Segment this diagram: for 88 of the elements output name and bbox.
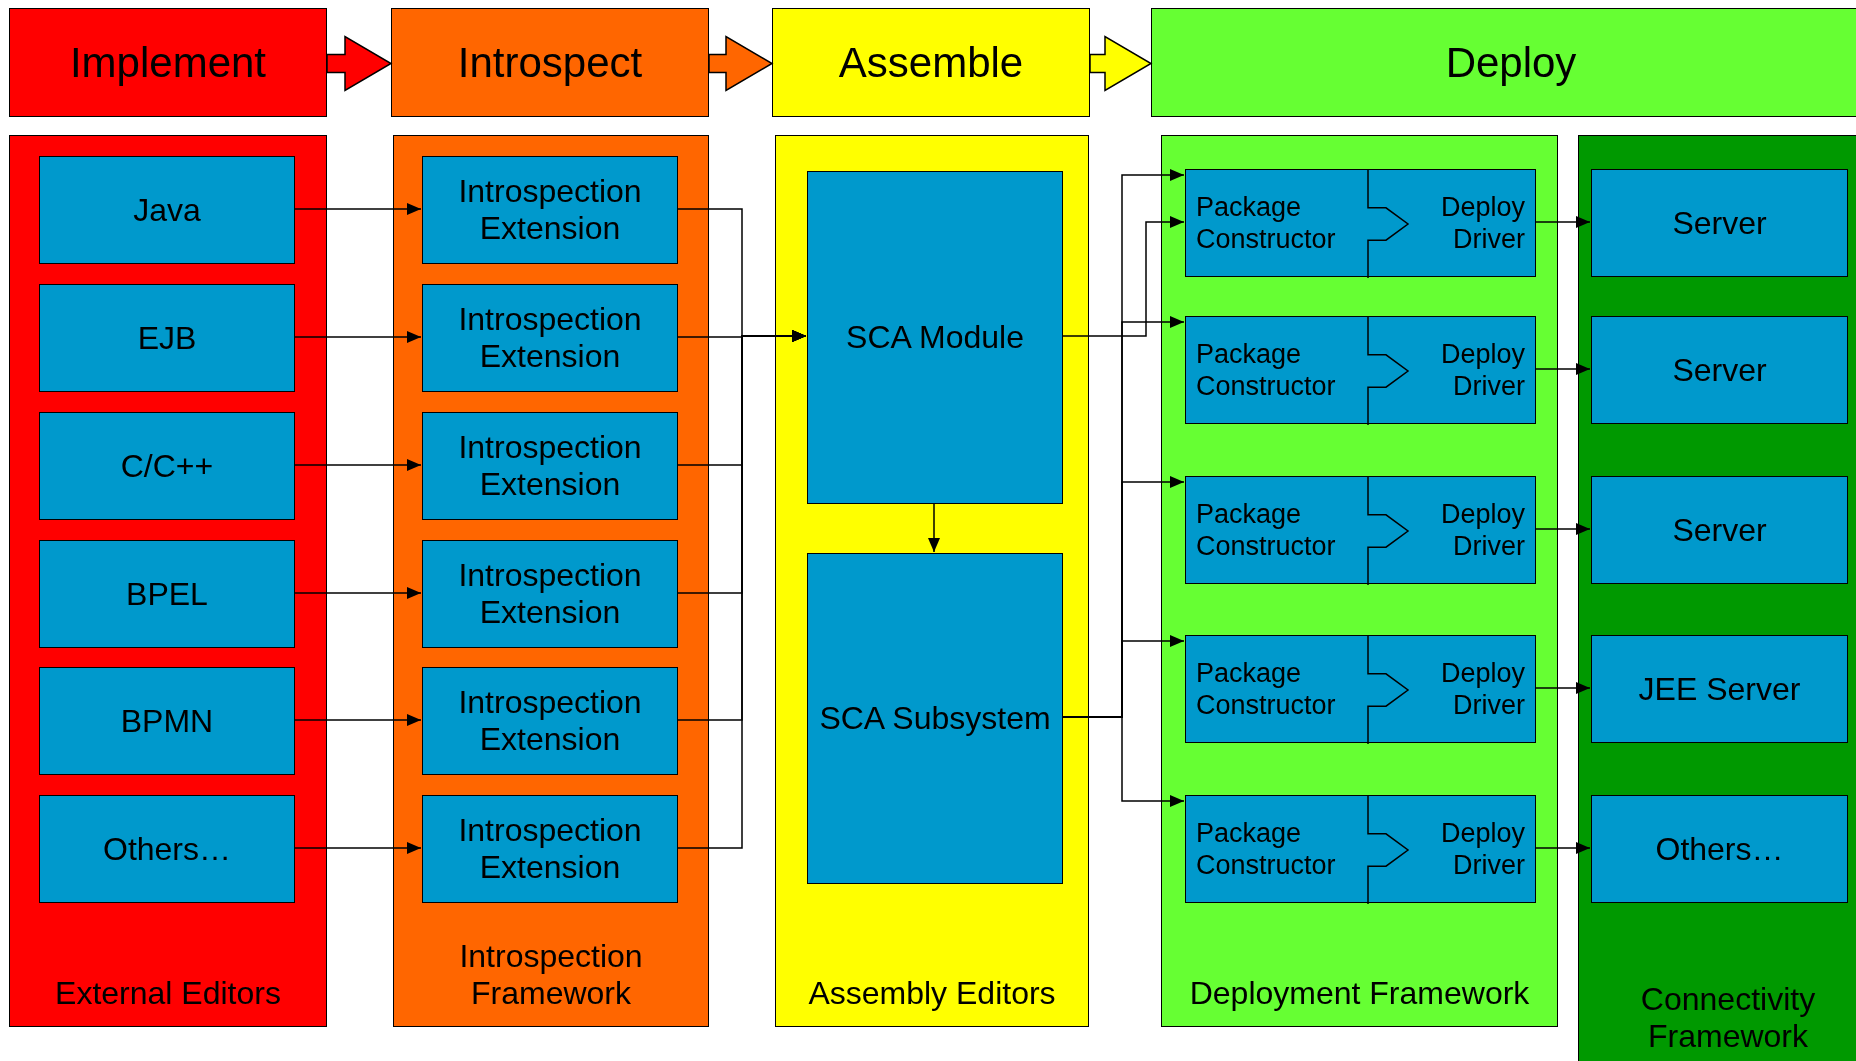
component-box bbox=[807, 553, 1063, 884]
column-panel bbox=[9, 135, 327, 1027]
component-box bbox=[422, 412, 678, 520]
component-label: Introspection Extension bbox=[457, 812, 643, 886]
component-label: Introspection Extension bbox=[457, 557, 643, 631]
component-label: EJB bbox=[137, 319, 197, 357]
column-label: External Editors bbox=[54, 975, 282, 1012]
component-box bbox=[1185, 316, 1536, 424]
stage-banner bbox=[772, 8, 1090, 117]
component-label: Server bbox=[1672, 511, 1767, 549]
component-label: Others… bbox=[103, 830, 231, 868]
component-box bbox=[1185, 476, 1536, 584]
component-box bbox=[1591, 316, 1848, 424]
stage-banner bbox=[391, 8, 709, 117]
component-label: Package Constructor bbox=[1196, 190, 1337, 256]
component-label: Others… bbox=[1655, 830, 1784, 868]
component-box bbox=[422, 284, 678, 392]
component-label: Deploy Driver bbox=[1439, 190, 1525, 256]
column-panel bbox=[1161, 135, 1558, 1027]
stage-banner bbox=[9, 8, 327, 117]
column-label: Introspection Framework bbox=[458, 938, 644, 1012]
arrow bbox=[293, 203, 422, 215]
component-box bbox=[1185, 169, 1536, 277]
block-arrow bbox=[1089, 35, 1153, 92]
component-box bbox=[39, 412, 295, 520]
arrow bbox=[1534, 523, 1591, 535]
component-label: Deploy Driver bbox=[1439, 816, 1525, 882]
column-panel bbox=[1578, 135, 1856, 1061]
arrow bbox=[293, 459, 422, 471]
arrow bbox=[1534, 363, 1591, 375]
component-label: Package Constructor bbox=[1196, 816, 1337, 882]
column-label: Assembly Editors bbox=[807, 975, 1057, 1012]
component-box bbox=[422, 156, 678, 264]
component-label: Server bbox=[1672, 351, 1767, 389]
arrow bbox=[676, 330, 807, 849]
arrow bbox=[1534, 842, 1591, 854]
arrow bbox=[293, 587, 422, 599]
component-box bbox=[39, 284, 295, 392]
block-arrow bbox=[326, 35, 393, 92]
component-box bbox=[1591, 635, 1848, 743]
component-box bbox=[807, 171, 1063, 504]
stage-title: Introspect bbox=[457, 38, 643, 87]
arrow bbox=[928, 502, 940, 553]
component-label: Package Constructor bbox=[1196, 497, 1337, 563]
component-label: Server bbox=[1672, 204, 1767, 242]
component-label: C/C++ bbox=[120, 447, 214, 485]
component-label: Introspection Extension bbox=[457, 301, 643, 375]
column-label: Deployment Framework bbox=[1188, 975, 1531, 1012]
column-panel bbox=[393, 135, 709, 1027]
column-label: Connectivity Framework bbox=[1639, 981, 1817, 1055]
arrow bbox=[293, 331, 422, 343]
component-label: JEE Server bbox=[1638, 670, 1801, 708]
component-box bbox=[39, 156, 295, 264]
arrow bbox=[1534, 216, 1591, 228]
component-box bbox=[422, 795, 678, 903]
component-label: BPMN bbox=[120, 702, 214, 740]
component-label: Package Constructor bbox=[1196, 337, 1337, 403]
component-box bbox=[422, 667, 678, 775]
component-box bbox=[39, 667, 295, 775]
component-label: Deploy Driver bbox=[1439, 497, 1525, 563]
arrow bbox=[1534, 682, 1591, 694]
stage-title: Assemble bbox=[838, 38, 1024, 87]
component-box bbox=[1591, 476, 1848, 584]
arrow bbox=[293, 714, 422, 726]
component-box bbox=[1591, 795, 1848, 903]
block-arrow bbox=[708, 35, 774, 92]
stage-title: Implement bbox=[69, 38, 267, 87]
component-label: Introspection Extension bbox=[457, 173, 643, 247]
component-box bbox=[39, 540, 295, 648]
component-box bbox=[422, 540, 678, 648]
arrow bbox=[293, 842, 422, 854]
component-label: BPEL bbox=[126, 575, 208, 613]
column-panel bbox=[775, 135, 1089, 1027]
component-box bbox=[1591, 169, 1848, 277]
stage-title: Deploy bbox=[1445, 38, 1577, 87]
stage-banner bbox=[1151, 8, 1856, 117]
arrow bbox=[1061, 216, 1185, 337]
component-label: Deploy Driver bbox=[1439, 656, 1525, 722]
component-label: SCA Module bbox=[846, 319, 1024, 356]
component-box bbox=[39, 795, 295, 903]
component-box bbox=[1185, 795, 1536, 903]
component-label: SCA Subsystem bbox=[819, 700, 1051, 737]
component-label: Java bbox=[133, 191, 201, 229]
component-label: Package Constructor bbox=[1196, 656, 1337, 722]
component-label: Deploy Driver bbox=[1439, 337, 1525, 403]
component-box bbox=[1185, 635, 1536, 743]
component-label: Introspection Extension bbox=[457, 684, 643, 758]
component-label: Introspection Extension bbox=[457, 429, 643, 503]
